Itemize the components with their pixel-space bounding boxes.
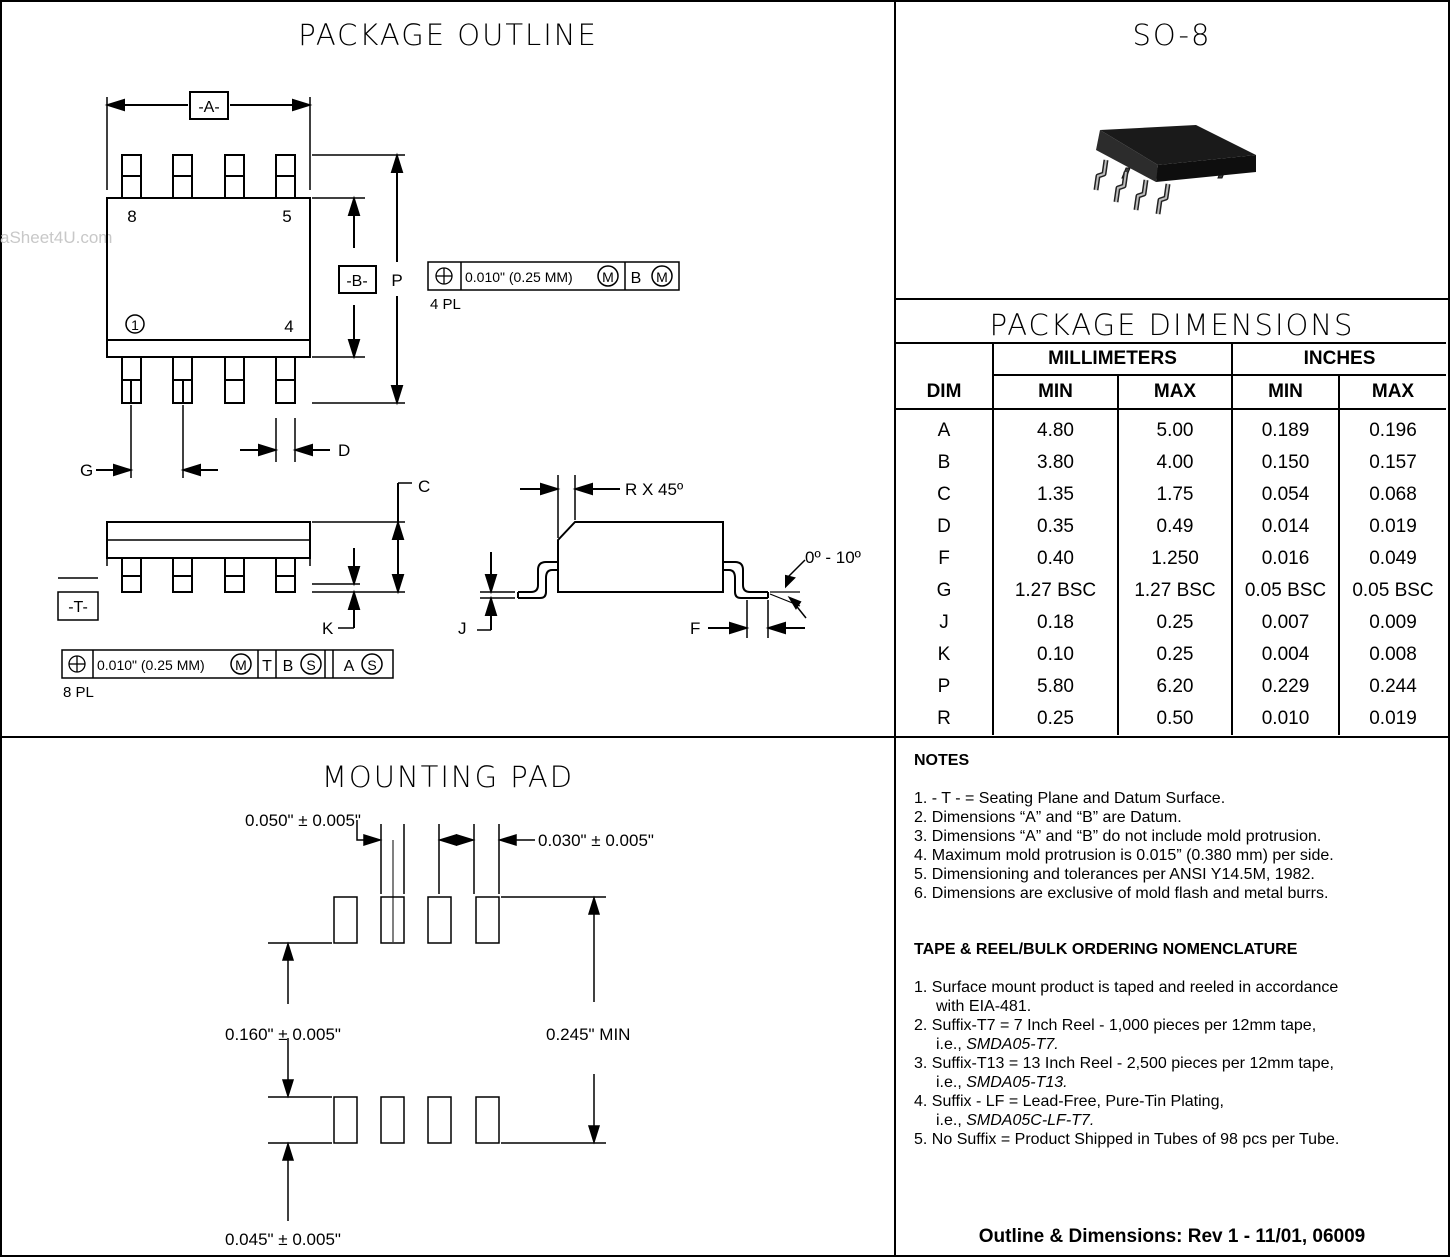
dimensions-table: MILLIMETERS INCHES DIM MIN MAX MIN MAX A… <box>896 342 1446 735</box>
tol-b-ref: B <box>631 270 642 287</box>
package-outline-drawing: aSheet4U.com -A- 8 5 1 4 <box>0 91 861 701</box>
watermark-text: aSheet4U.com <box>0 228 112 247</box>
list-item: 4. Suffix - LF = Lead-Free, Pure-Tin Pla… <box>914 1093 1224 1129</box>
in-min-header: MIN <box>1231 375 1339 410</box>
so8-package-image <box>1093 125 1256 215</box>
so8-panel: SO-8 <box>894 0 1450 300</box>
pitch-label: 0.030" ± 0.005" <box>538 831 654 850</box>
list-item: 5. Dimensioning and tolerances per ANSI … <box>914 866 1315 883</box>
tol-t-s1: S <box>306 657 315 673</box>
tol-t-ref2: B <box>283 658 294 675</box>
inner-span-label: 0.160" ± 0.005" <box>225 1025 341 1044</box>
tol-t-s2: S <box>367 657 376 673</box>
notes-footer: Outline & Dimensions: Rev 1 - 11/01, 060… <box>978 1226 1366 1247</box>
list-item: 2. Dimensions “A” and “B” are Datum. <box>914 809 1182 826</box>
tol-b-value: 0.010" (0.25 MM) <box>465 269 573 285</box>
notes-section: NOTES 1. - T - = Seating Plane and Datum… <box>914 751 1444 1149</box>
notes-heading: NOTES <box>914 752 970 769</box>
mm-min-header: MIN <box>992 375 1118 410</box>
list-item: 4. Maximum mold protrusion is 0.015” (0.… <box>914 847 1334 864</box>
inches-header: INCHES <box>1231 342 1446 376</box>
top-leads <box>121 154 296 198</box>
pin-8-label: 8 <box>127 207 136 226</box>
millimeters-header: MILLIMETERS <box>992 342 1232 376</box>
pin-1-label: 1 <box>131 317 139 333</box>
f-dimension-label: F <box>690 619 700 638</box>
list-item: 1. Surface mount product is taped and re… <box>914 979 1339 1015</box>
notes-panel <box>894 736 1450 1257</box>
k-dimension-label: K <box>322 619 334 638</box>
list-item: 1. - T - = Seating Plane and Datum Surfa… <box>914 790 1226 807</box>
list-item: 2. Suffix-T7 = 7 Inch Reel - 1,000 piece… <box>914 1017 1317 1053</box>
mounting-pad-title: MOUNTING PAD <box>321 760 575 794</box>
tape-list: 1. Surface mount product is taped and re… <box>914 978 1444 1149</box>
p-dimension-label: P <box>391 271 402 290</box>
tol-b-m2: M <box>656 269 668 285</box>
dim-header: DIM <box>896 375 993 410</box>
pin-5-label: 5 <box>282 207 291 226</box>
tol-t-ref1: T <box>262 658 272 675</box>
side-leads <box>106 558 311 593</box>
tape-heading: TAPE & REEL/BULK ORDERING NOMENCLATURE <box>914 941 1298 958</box>
c-dimension-label: C <box>418 477 430 496</box>
list-item: 5. No Suffix = Product Shipped in Tubes … <box>914 1131 1340 1148</box>
r-dimension-label: R X 45º <box>625 480 683 499</box>
bottom-leads <box>121 357 296 404</box>
list-item: 6. Dimensions are exclusive of mold flas… <box>914 885 1329 902</box>
notes-list: 1. - T - = Seating Plane and Datum Surfa… <box>914 789 1444 903</box>
package-outline-title: PACKAGE OUTLINE <box>298 18 598 52</box>
datum-a-label: -A- <box>198 99 219 116</box>
datum-t-label: -T- <box>68 599 88 616</box>
j-dimension-label: J <box>458 619 467 638</box>
pad-width-label: 0.050" ± 0.005" <box>245 811 361 830</box>
angle-label: 0º - 10º <box>805 548 861 567</box>
package-dimensions-title: PACKAGE DIMENSIONS <box>989 308 1355 342</box>
pin-4-label: 4 <box>284 317 293 336</box>
d-dimension-label: D <box>338 441 350 460</box>
list-item: 3. Dimensions “A” and “B” do not include… <box>914 828 1322 845</box>
tol-b-note: 4 PL <box>430 296 461 313</box>
tol-t-ref3: A <box>344 658 355 675</box>
tol-b-m1: M <box>602 269 614 285</box>
in-max-header: MAX <box>1338 375 1446 410</box>
tol-t-note: 8 PL <box>63 684 94 701</box>
datum-b-label: -B- <box>346 273 367 290</box>
tol-t-m1: M <box>235 657 247 673</box>
dim-header-blank <box>896 342 993 375</box>
tol-t-value: 0.010" (0.25 MM) <box>97 657 205 673</box>
mm-max-header: MAX <box>1117 375 1232 410</box>
mounting-pad-drawing: 0.050" ± 0.005" 0.030" ± 0.005" 0.160" ±… <box>225 811 654 1249</box>
so8-title: SO-8 <box>1132 18 1212 52</box>
list-item: 3. Suffix-T13 = 13 Inch Reel - 2,500 pie… <box>914 1055 1334 1091</box>
pad-height-label: 0.045" ± 0.005" <box>225 1230 341 1249</box>
g-dimension-label: G <box>80 461 93 480</box>
outer-span-label: 0.245" MIN <box>546 1025 630 1044</box>
